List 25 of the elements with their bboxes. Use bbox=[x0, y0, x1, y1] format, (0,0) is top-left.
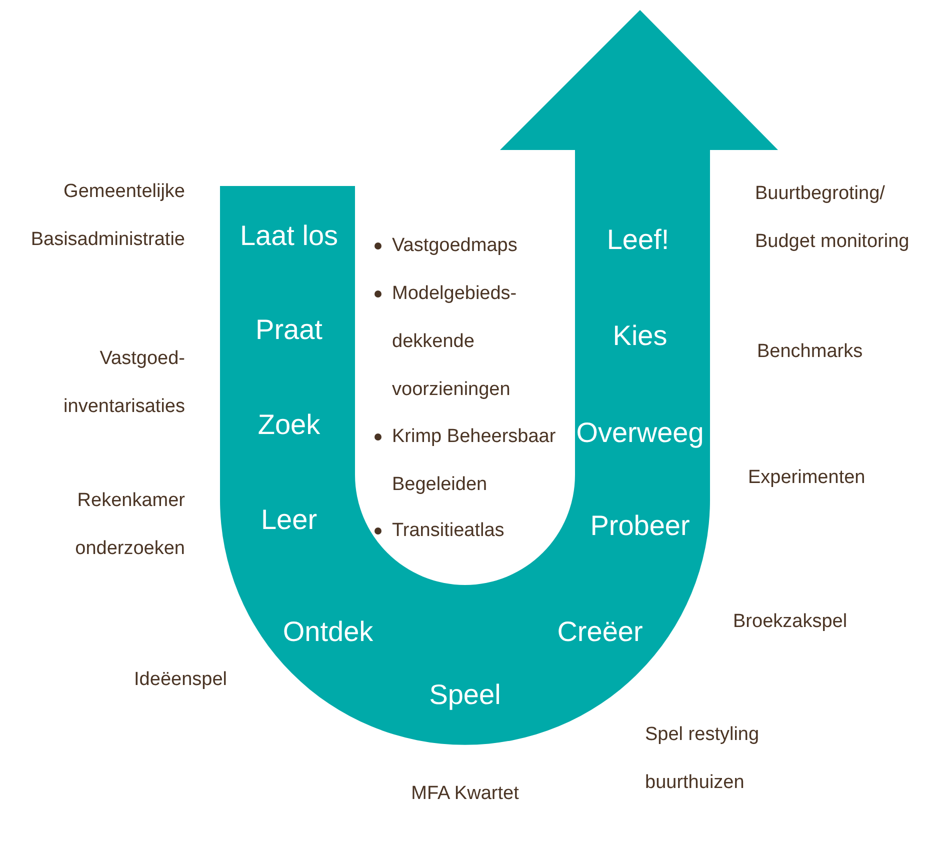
annotation-text: Benchmarks bbox=[757, 340, 864, 364]
step-word: Zoek bbox=[258, 408, 320, 442]
step-word: Kies bbox=[612, 319, 668, 353]
bullet-item: Krimp Beheersbaar Begeleiden bbox=[392, 425, 557, 497]
annotation-text: Gemeentelijke Basisadministratie bbox=[30, 180, 185, 252]
bullet-item: Vastgoedmaps bbox=[392, 234, 518, 258]
step-word: Ontdek bbox=[282, 615, 374, 649]
annotation-text: Spel restyling buurthuizen bbox=[645, 723, 760, 795]
step-word: Laat los bbox=[240, 219, 338, 253]
annotation-text: Ideëenspel bbox=[133, 668, 227, 692]
step-word: Overweeg bbox=[576, 416, 704, 450]
annotation-text: Experimenten bbox=[748, 466, 866, 490]
annotation-text: Broekzakspel bbox=[733, 610, 848, 634]
step-word: Probeer bbox=[590, 509, 690, 543]
step-word: Creëer bbox=[557, 615, 643, 649]
annotation-text: Vastgoed- inventarisaties bbox=[62, 347, 185, 419]
step-word: Leef! bbox=[606, 223, 670, 257]
bullet-item: Modelgebieds- dekkende voorzieningen bbox=[392, 282, 518, 402]
annotation-text: Buurtbegroting/ Budget monitoring bbox=[755, 182, 910, 254]
annotation-text: Rekenkamer onderzoeken bbox=[74, 489, 185, 561]
step-word: Speel bbox=[429, 678, 501, 712]
bullet-item: Transitieatlas bbox=[392, 519, 506, 543]
step-word: Leer bbox=[260, 503, 318, 537]
step-word: Praat bbox=[256, 313, 322, 347]
annotation-text: MFA Kwartet bbox=[410, 782, 520, 806]
